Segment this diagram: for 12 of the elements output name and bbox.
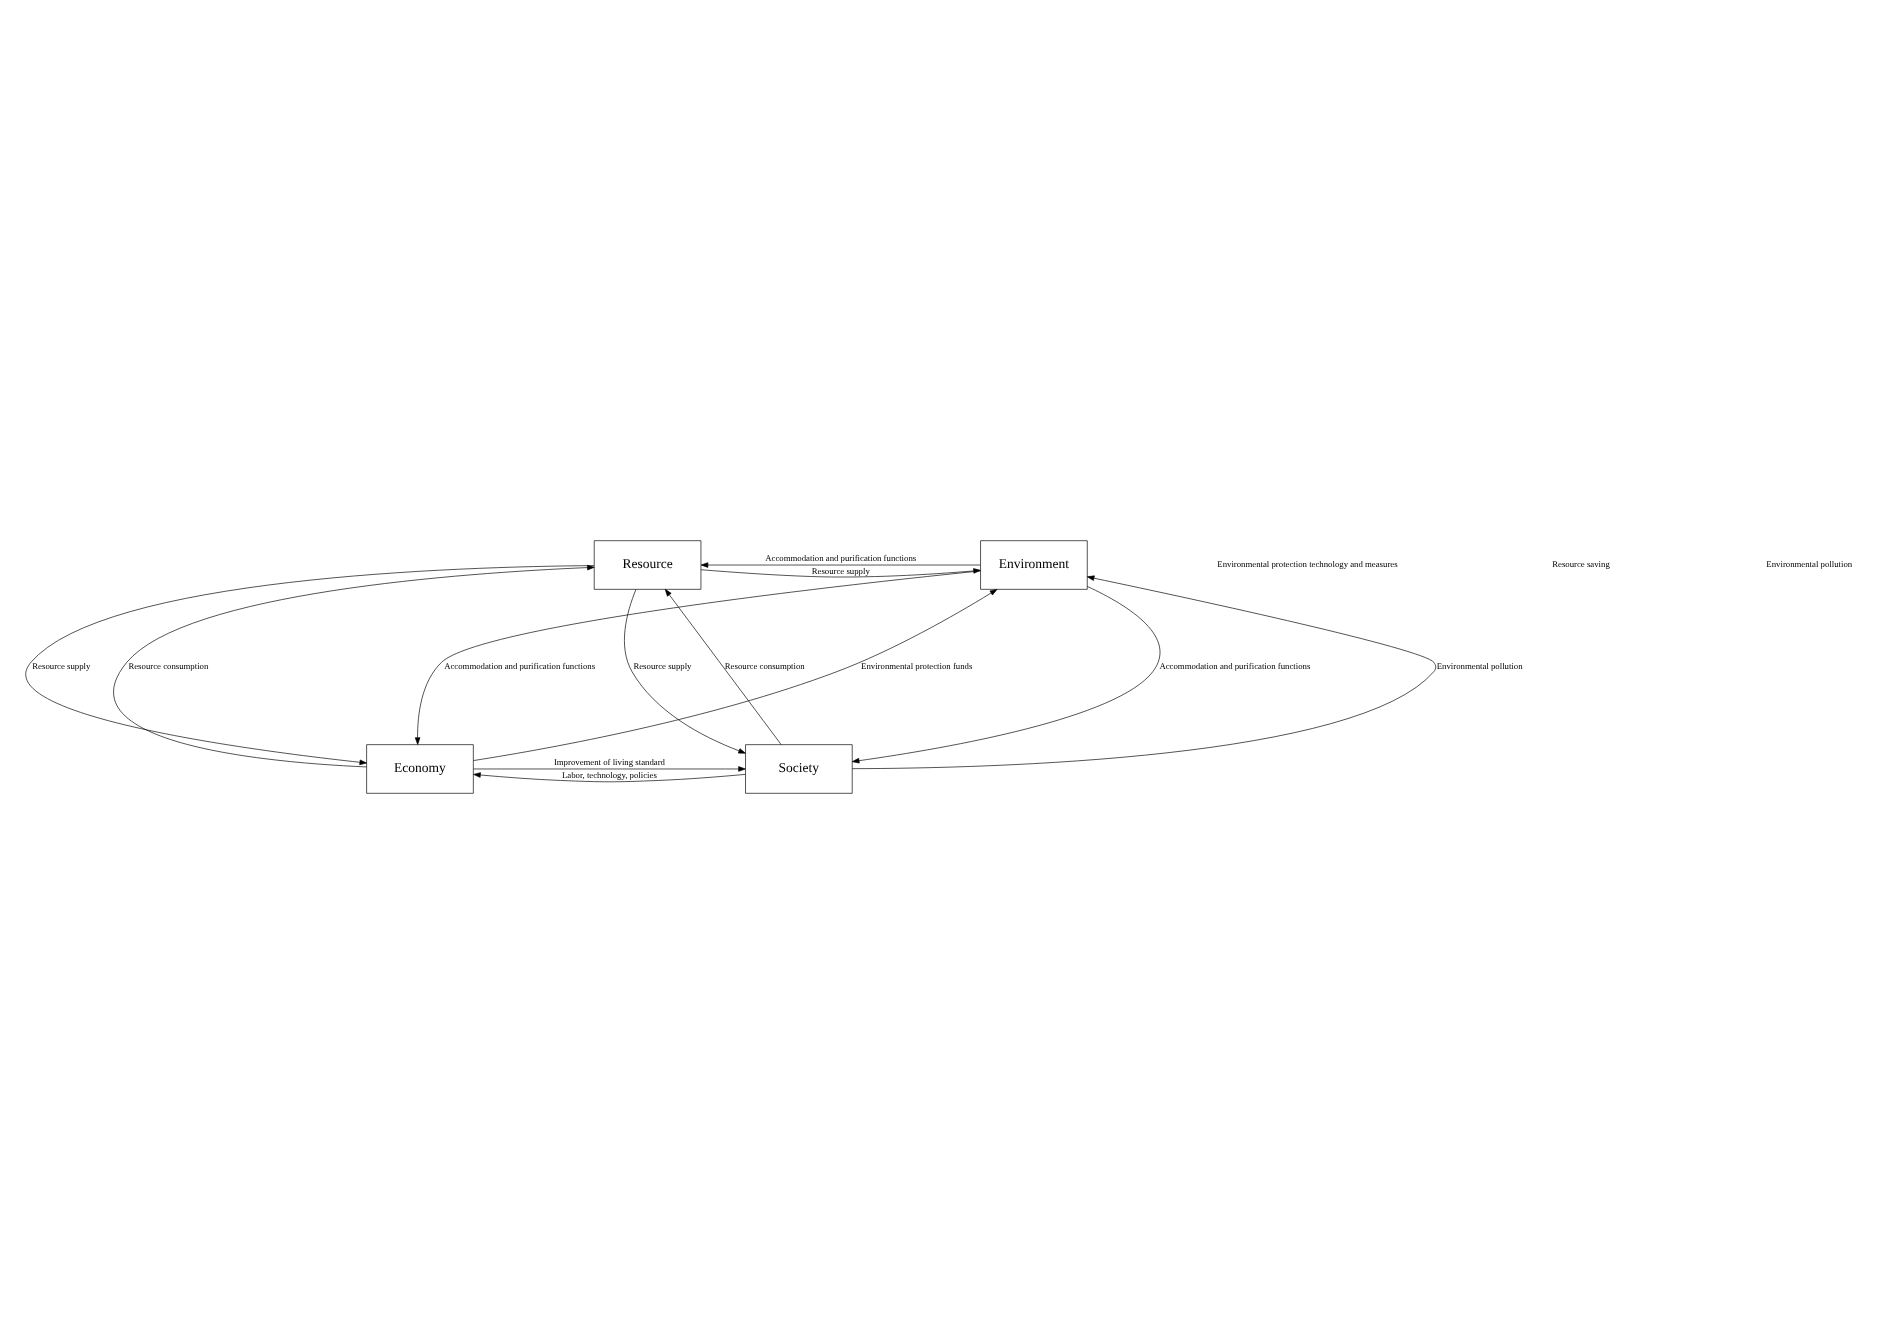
arrow bbox=[113, 563, 595, 767]
arrow bbox=[851, 574, 1437, 768]
arrow bbox=[700, 567, 981, 577]
arrow bbox=[25, 564, 595, 764]
arrow bbox=[624, 588, 746, 753]
arrow bbox=[473, 771, 746, 782]
arrow bbox=[473, 765, 746, 771]
arrow bbox=[664, 588, 782, 744]
arrow bbox=[851, 585, 1161, 763]
arrow bbox=[414, 569, 981, 744]
arrow bbox=[700, 561, 981, 567]
arrow bbox=[473, 588, 998, 760]
